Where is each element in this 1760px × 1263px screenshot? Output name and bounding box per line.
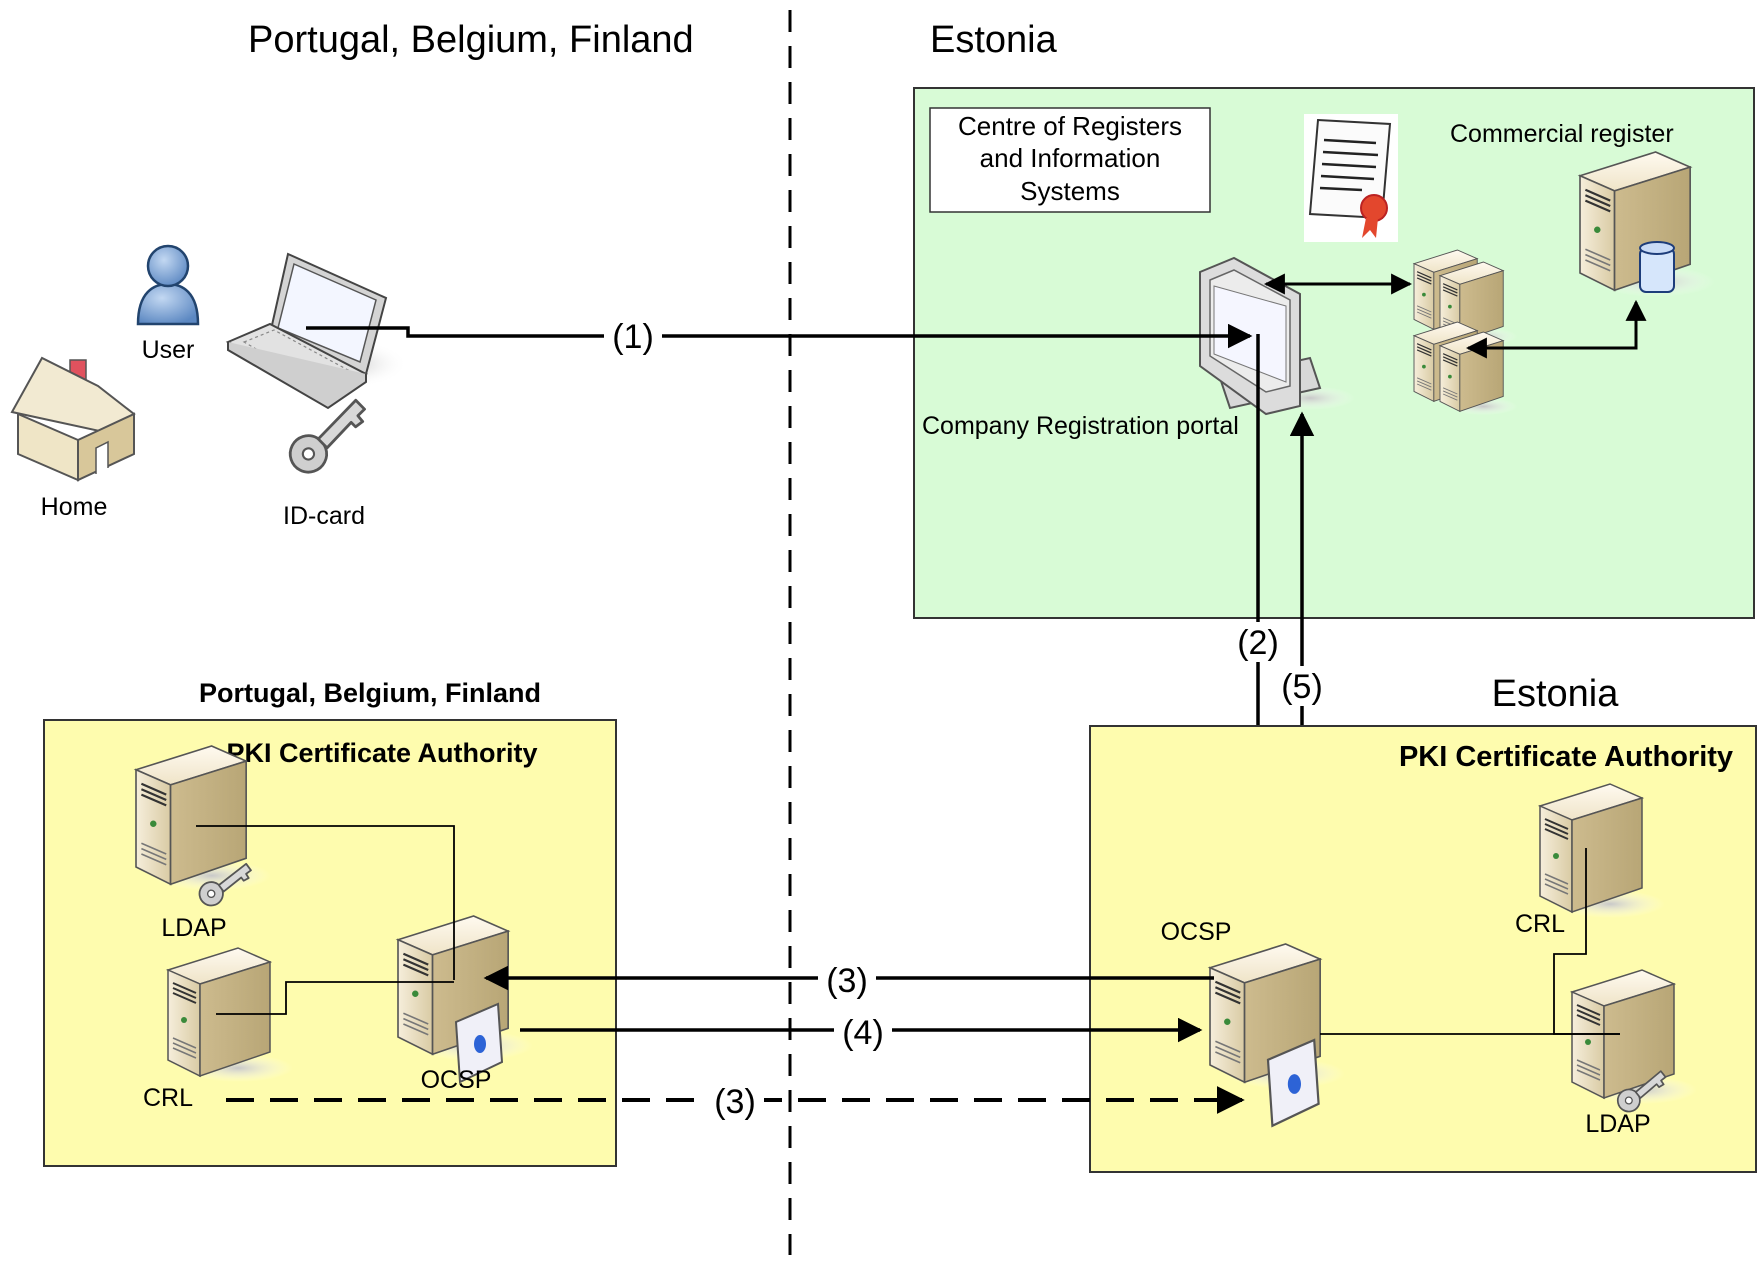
left-crl-ocsp-connector xyxy=(216,981,454,1015)
home-icon xyxy=(10,356,136,482)
org-label-box xyxy=(929,107,1211,213)
step-5-label-bg xyxy=(1274,666,1330,706)
left-pki-region-title: Portugal, Belgium, Finland xyxy=(199,678,541,708)
step-4-label: (4) xyxy=(842,1014,884,1052)
user-icon xyxy=(136,244,200,326)
certificate-document-icon xyxy=(1304,114,1398,242)
step-3b-label: (3) xyxy=(714,1083,756,1121)
step-3b-label-bg xyxy=(706,1082,764,1122)
home-label: Home xyxy=(41,493,108,521)
org-label-line1: Centre of Registers xyxy=(958,111,1182,141)
user-label: User xyxy=(142,336,195,364)
right-region-title: Estonia xyxy=(930,19,1058,61)
step-1-label-bg xyxy=(604,316,662,356)
right-pki-box xyxy=(1089,725,1757,1173)
step-1-arrow xyxy=(306,323,1253,349)
step-3-label: (3) xyxy=(826,962,868,1000)
org-label-line3: Systems xyxy=(1020,176,1120,206)
step-2-label-bg xyxy=(1232,622,1286,662)
left-region-title: Portugal, Belgium, Finland xyxy=(248,19,694,61)
org-label-line2: and Information xyxy=(980,143,1161,173)
laptop-icon xyxy=(225,252,408,410)
left-crl-label: CRL xyxy=(143,1084,193,1112)
servers-to-db-arrow xyxy=(1465,299,1647,359)
step-4-label-bg xyxy=(834,1012,892,1052)
right-ocsp-label: OCSP xyxy=(1161,918,1232,946)
step-3-label-bg xyxy=(818,960,876,1000)
right-ldap-label: LDAP xyxy=(1585,1110,1650,1138)
id-card-label: ID-card xyxy=(283,502,365,530)
portal-label: Company Registration portal xyxy=(922,412,1239,440)
left-ldap-label: LDAP xyxy=(161,914,226,942)
left-ldap-ocsp-connector xyxy=(196,825,455,980)
commercial-register-server-icon xyxy=(1580,152,1715,297)
step-1-label: (1) xyxy=(612,318,654,356)
commercial-register-label: Commercial register xyxy=(1450,120,1674,148)
left-ocsp-label: OCSP xyxy=(421,1066,492,1094)
step-5-label: (5) xyxy=(1281,668,1323,706)
right-pki-region-title: Estonia xyxy=(1492,673,1620,715)
step-2-label: (2) xyxy=(1237,624,1279,662)
left-pki-title: PKI Certificate Authority xyxy=(226,738,537,768)
right-pki-title: PKI Certificate Authority xyxy=(1399,741,1733,773)
right-crl-label: CRL xyxy=(1515,910,1565,938)
application-servers-cluster-icon xyxy=(1413,249,1519,416)
id-card-key-icon xyxy=(278,397,380,479)
